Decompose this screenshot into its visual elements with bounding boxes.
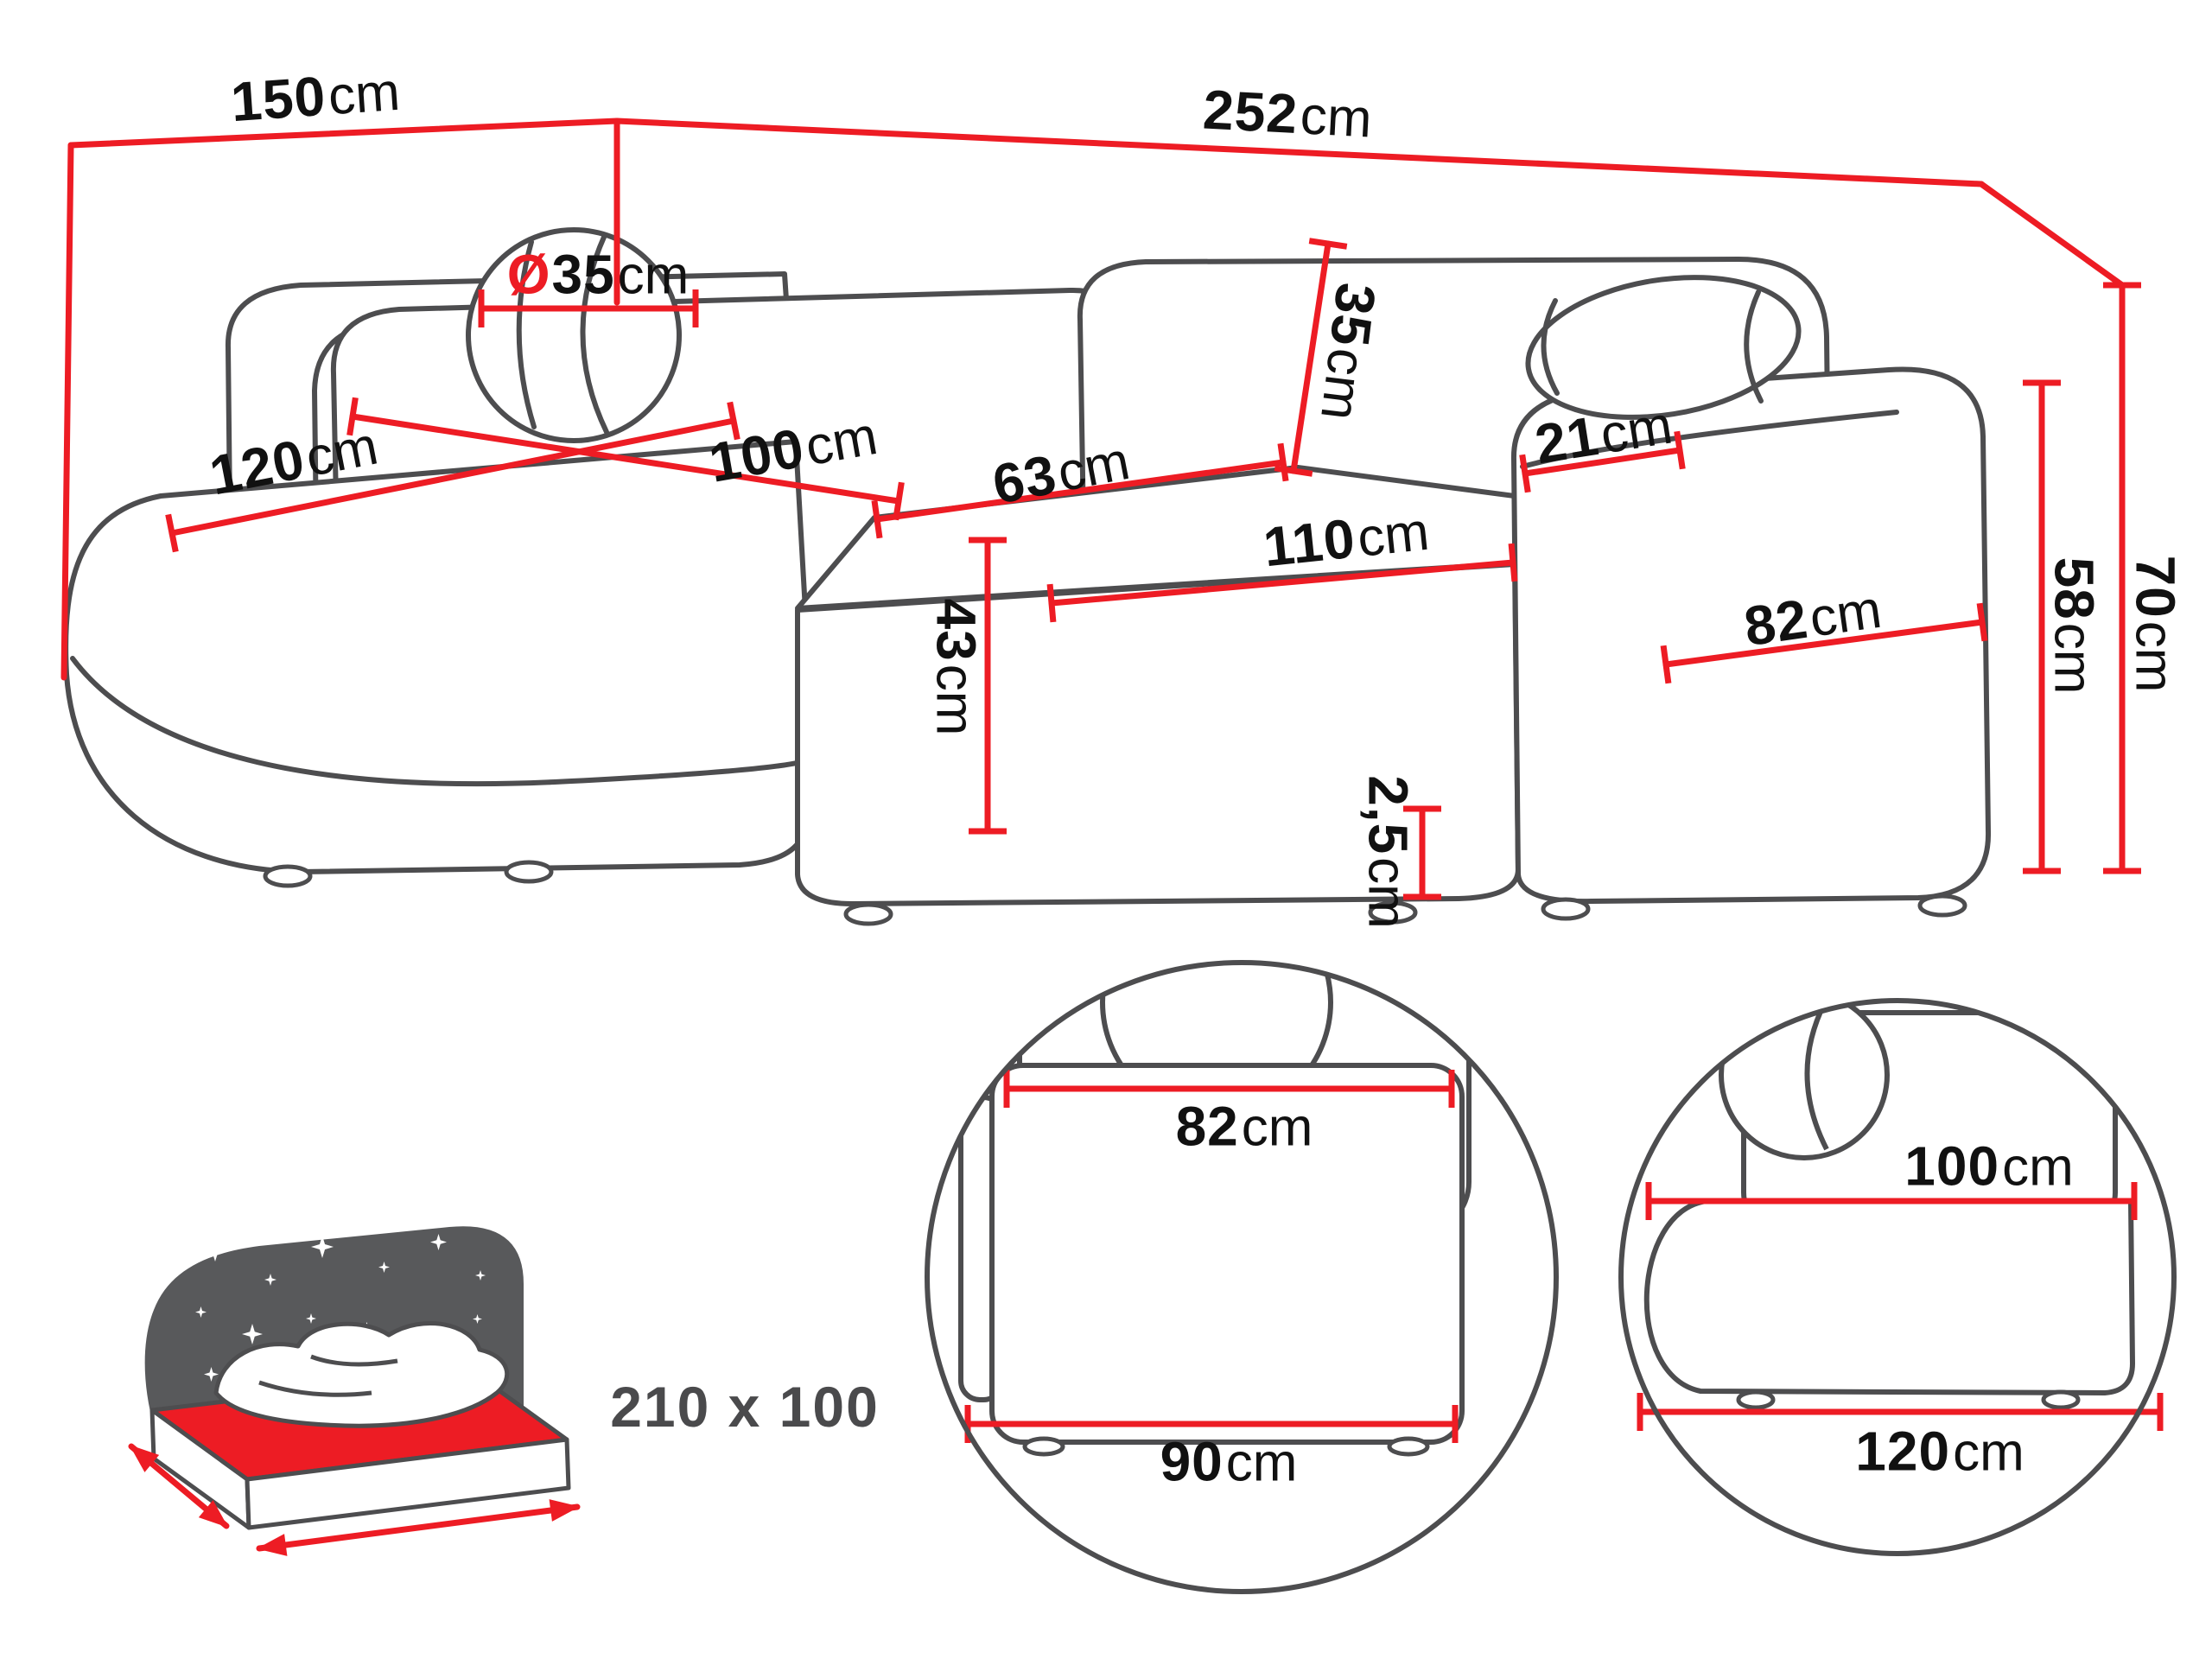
detail2-label-base-depth: 120cm: [1855, 1424, 2024, 1480]
dim-value: 90: [1160, 1430, 1224, 1493]
dim-unit: cm: [1354, 501, 1433, 569]
detail2-foot: [1736, 1389, 1776, 1410]
bolster-cushion-right: [1525, 275, 1802, 420]
dim-value: 120: [1855, 1420, 1951, 1483]
chaise-front-seam: [70, 656, 807, 787]
dim-label-seat-height: 43cm: [925, 599, 988, 736]
dim-unit: cm: [801, 406, 882, 478]
dim-line-armrest-top-width: [1519, 430, 1686, 493]
dim-line-armrest-length: [1660, 602, 1988, 684]
dim-unit: cm: [617, 245, 690, 306]
dim-value: 110: [1260, 506, 1358, 579]
detail2-bolster-fold: [1804, 1001, 1829, 1151]
dim-unit: cm: [1596, 395, 1676, 466]
sleeping-size-label: 210 x 100: [610, 1378, 880, 1435]
detail1-label-base-width: 90cm: [1160, 1434, 1298, 1491]
dim-unit: cm: [2043, 622, 2103, 695]
detail2-label-seat-depth: 100cm: [1904, 1139, 2073, 1195]
sleeping-function-icon: [128, 1226, 581, 1556]
dim-value: 63: [988, 442, 1062, 517]
dim-value: 21: [1530, 404, 1604, 476]
dim-unit: cm: [326, 61, 402, 127]
dim-label-total-height: 70cm: [2124, 556, 2187, 693]
dimension-lines: [60, 118, 2141, 900]
detail-circle-chaise: [1618, 998, 2177, 1556]
dim-label-total-width: 252cm: [1201, 78, 1374, 149]
dim-value: 82: [1740, 587, 1812, 658]
dim-unit: cm: [925, 664, 985, 736]
detail-circle-armrest: [925, 960, 1559, 1594]
dim-unit: cm: [1953, 1422, 2024, 1483]
duvet-fold: [310, 1354, 398, 1367]
bolster-right-fold: [1744, 289, 1764, 404]
frame-line-top-right: [613, 118, 1985, 188]
dim-label-total-depth: 150cm: [228, 61, 402, 134]
dim-value: 35: [551, 243, 615, 306]
frame-line-left-drop: [60, 142, 74, 681]
dim-line-seat-width: [1046, 543, 1518, 623]
dim-unit: cm: [1357, 857, 1417, 929]
dim-value: 35: [1318, 279, 1388, 351]
dim-unit: cm: [1241, 1097, 1313, 1158]
bed-width-arrow: [128, 1443, 230, 1529]
detail1-foot: [1022, 1436, 1065, 1457]
dim-value: 70: [2124, 555, 2187, 619]
detail1-foot: [1387, 1436, 1430, 1457]
dim-line-backrest-height: [1274, 238, 1348, 477]
dim-unit: cm: [1299, 86, 1374, 149]
diameter-symbol: Ø: [506, 243, 550, 306]
dim-label-armrest-height: 58cm: [2043, 557, 2106, 695]
dim-value: 252: [1201, 78, 1300, 146]
detail2-foot: [2041, 1389, 2081, 1410]
sofa-drawing: [63, 227, 1992, 926]
bed-length-arrow: [256, 1499, 581, 1556]
dim-unit: cm: [1806, 579, 1885, 649]
dim-unit: cm: [2002, 1137, 2074, 1198]
dim-value: 2,5: [1357, 775, 1420, 855]
sleeping-size-value: 210 x 100: [610, 1375, 880, 1439]
dim-value: 43: [925, 598, 988, 662]
detail2-outline: [1618, 998, 2177, 1556]
dim-value: 58: [2043, 556, 2106, 620]
frame-line-right-diagonal: [1978, 181, 2126, 289]
dim-unit: cm: [2124, 620, 2184, 693]
detail1-label-top-width: 82cm: [1176, 1099, 1313, 1155]
duvet: [213, 1321, 510, 1428]
dim-label-leg-height: 2,5cm: [1357, 775, 1420, 929]
dim-label-bolster-diameter: Ø35cm: [507, 247, 690, 303]
dim-line-seat-depth: [871, 442, 1289, 539]
chaise-seat: [63, 439, 809, 874]
detail2-seat: [1643, 1198, 2135, 1395]
dim-value: 150: [228, 64, 328, 134]
dim-unit: cm: [1309, 345, 1377, 423]
sofa-feet: [263, 860, 1967, 926]
bolster-right-fold: [1541, 298, 1560, 396]
frame-line-top-left: [67, 118, 620, 149]
dim-unit: cm: [1225, 1433, 1298, 1493]
dim-value: 100: [1904, 1135, 2000, 1198]
dim-value: 82: [1175, 1095, 1239, 1158]
dim-line-chaise-depth: [346, 397, 905, 521]
duvet-fold: [258, 1380, 372, 1397]
detail1-outline: [925, 960, 1559, 1594]
